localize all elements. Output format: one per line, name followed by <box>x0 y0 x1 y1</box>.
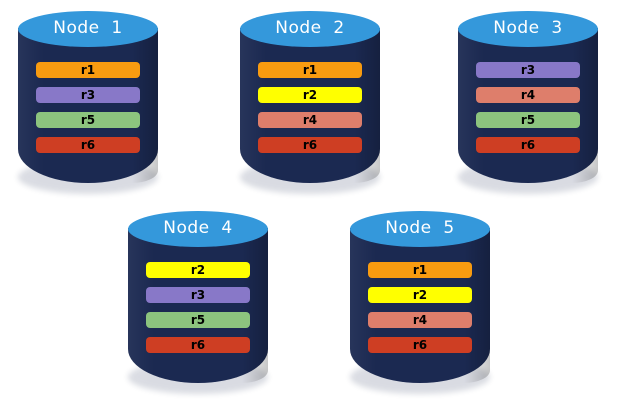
cylinder-top-ellipse <box>350 211 490 247</box>
node-label: Node 3 <box>493 18 563 38</box>
database-node-4[interactable]: Node 4 r2 r3 r5 r6 <box>118 208 278 398</box>
replica-bar-r5[interactable]: r5 <box>476 112 580 128</box>
cylinder-top-ellipse <box>18 11 158 47</box>
replica-bar-r6[interactable]: r6 <box>146 337 250 353</box>
cylinder-body <box>458 28 598 183</box>
database-node-2[interactable]: Node 2 r1 r2 r4 r6 <box>230 8 390 198</box>
replica-bar-r3[interactable]: r3 <box>146 287 250 303</box>
replica-list: r3 r4 r5 r6 <box>476 62 580 153</box>
replica-list: r2 r3 r5 r6 <box>146 262 250 353</box>
replica-bar-r2[interactable]: r2 <box>146 262 250 278</box>
replica-bar-r5[interactable]: r5 <box>36 112 140 128</box>
replica-bar-r1[interactable]: r1 <box>36 62 140 78</box>
node-label: Node 2 <box>275 18 345 38</box>
database-node-3[interactable]: Node 3 r3 r4 r5 r6 <box>448 8 608 198</box>
cylinder-body <box>128 228 268 383</box>
replica-list: r1 r2 r4 r6 <box>368 262 472 353</box>
replica-bar-r3[interactable]: r3 <box>36 87 140 103</box>
replica-bar-r4[interactable]: r4 <box>368 312 472 328</box>
replica-bar-r6[interactable]: r6 <box>476 137 580 153</box>
cylinder-top-ellipse <box>458 11 598 47</box>
replica-bar-r6[interactable]: r6 <box>258 137 362 153</box>
cylinder-top-ellipse <box>128 211 268 247</box>
cylinder-body <box>18 28 158 183</box>
replica-bar-r2[interactable]: r2 <box>258 87 362 103</box>
cylinder-top-ellipse <box>240 11 380 47</box>
replica-bar-r6[interactable]: r6 <box>368 337 472 353</box>
replica-bar-r1[interactable]: r1 <box>368 262 472 278</box>
replica-bar-r4[interactable]: r4 <box>258 112 362 128</box>
cylinder-body <box>350 228 490 383</box>
node-label: Node 1 <box>53 18 123 38</box>
replica-bar-r1[interactable]: r1 <box>258 62 362 78</box>
node-label: Node 4 <box>163 218 233 238</box>
replica-bar-r2[interactable]: r2 <box>368 287 472 303</box>
cylinder-body <box>240 28 380 183</box>
node-label: Node 5 <box>385 218 455 238</box>
replica-list: r1 r3 r5 r6 <box>36 62 140 153</box>
replica-bar-r5[interactable]: r5 <box>146 312 250 328</box>
database-node-1[interactable]: Node 1 r1 r3 r5 r6 <box>8 8 168 198</box>
replica-list: r1 r2 r4 r6 <box>258 62 362 153</box>
replica-bar-r4[interactable]: r4 <box>476 87 580 103</box>
database-node-5[interactable]: Node 5 r1 r2 r4 r6 <box>340 208 500 398</box>
replica-bar-r6[interactable]: r6 <box>36 137 140 153</box>
replica-bar-r3[interactable]: r3 <box>476 62 580 78</box>
